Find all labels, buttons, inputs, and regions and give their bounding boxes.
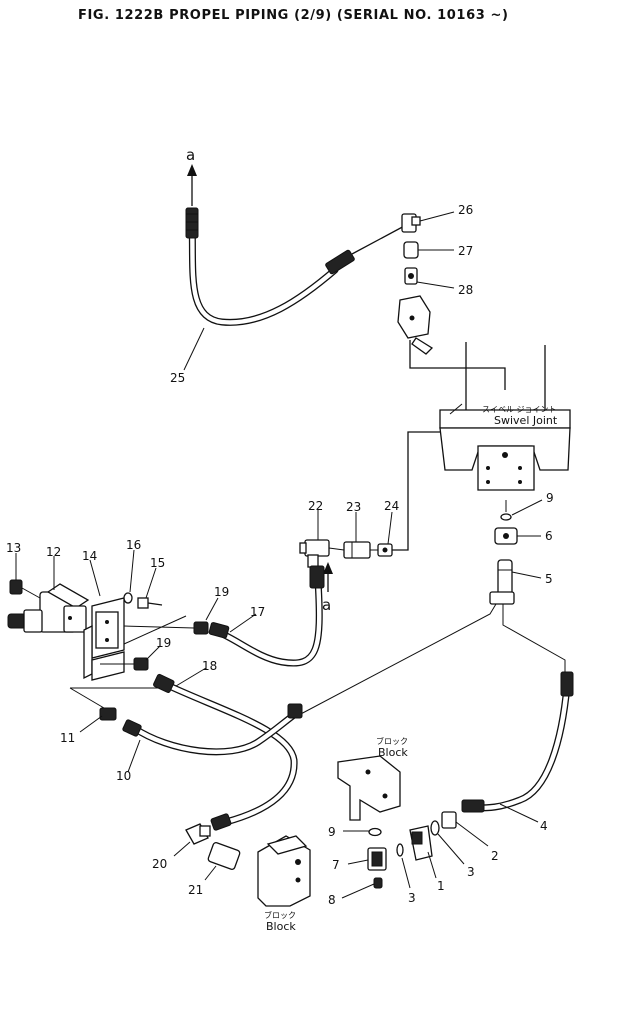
hose-18 bbox=[153, 673, 298, 831]
connector-2 bbox=[441, 811, 489, 847]
callout-10: 10 bbox=[116, 769, 131, 783]
fitting-11 bbox=[69, 687, 160, 721]
svg-text:Swivel Joint: Swivel Joint bbox=[494, 414, 558, 427]
elbow-20 bbox=[173, 823, 211, 857]
callout-2: 2 bbox=[491, 849, 499, 863]
o-ring-9-upper bbox=[500, 513, 512, 521]
svg-text:ブロック: ブロック bbox=[376, 736, 408, 746]
connector-28 bbox=[404, 267, 455, 289]
callout-4: 4 bbox=[540, 819, 548, 833]
callout-17: 17 bbox=[250, 605, 265, 619]
svg-text:スイベル ジョイント: スイベル ジョイント bbox=[482, 405, 557, 414]
elbow-1 bbox=[409, 825, 437, 879]
o-ring-3-left bbox=[396, 843, 411, 889]
callout-19-upper: 19 bbox=[214, 585, 229, 599]
callout-26: 26 bbox=[458, 203, 473, 217]
callout-11: 11 bbox=[60, 731, 75, 745]
callout-21: 21 bbox=[188, 883, 203, 897]
bolt-15 bbox=[137, 597, 163, 609]
callout-27: 27 bbox=[458, 244, 473, 258]
callout-22: 22 bbox=[308, 499, 323, 513]
callout-15: 15 bbox=[150, 556, 165, 570]
fitting-6 bbox=[494, 527, 518, 545]
callout-8: 8 bbox=[328, 893, 336, 907]
callout-23: 23 bbox=[346, 500, 361, 514]
arrow-a-bottom: a bbox=[322, 562, 333, 614]
plate-16 bbox=[123, 592, 133, 604]
callout-19-lower: 19 bbox=[156, 636, 171, 650]
elbow-24 bbox=[377, 543, 393, 557]
elbow-fitting-26 bbox=[401, 211, 455, 233]
tee-fitting-22 bbox=[299, 539, 330, 568]
svg-text:ブロック: ブロック bbox=[264, 910, 296, 920]
callout-7: 7 bbox=[332, 858, 340, 872]
callout-numbers: 1 2 3 3 4 5 6 7 8 9 9 10 11 12 13 14 15 … bbox=[6, 203, 554, 907]
svg-text:Block: Block bbox=[378, 746, 408, 759]
arrow-a-top: a bbox=[186, 146, 197, 206]
o-ring-3-right bbox=[430, 820, 465, 865]
callout-13: 13 bbox=[6, 541, 21, 555]
callout-6: 6 bbox=[545, 529, 553, 543]
connector-13 bbox=[9, 566, 41, 599]
sleeve-21 bbox=[204, 842, 241, 881]
bracket-14 bbox=[83, 597, 125, 681]
hose-4 bbox=[461, 604, 574, 813]
callout-25: 25 bbox=[170, 371, 185, 385]
callout-9-lower: 9 bbox=[328, 825, 336, 839]
leader-lines bbox=[15, 327, 543, 823]
callout-20: 20 bbox=[152, 857, 167, 871]
callout-24: 24 bbox=[384, 499, 399, 513]
o-ring-9-lower bbox=[343, 827, 382, 837]
callout-12: 12 bbox=[46, 545, 61, 559]
swivel-joint: スイベル ジョイント Swivel Joint bbox=[439, 342, 571, 491]
svg-text:a: a bbox=[186, 146, 195, 164]
fitting-19-upper bbox=[123, 621, 209, 635]
callout-3-right: 3 bbox=[467, 865, 475, 879]
figure-title: FIG. 1222B PROPEL PIPING (2/9) (SERIAL N… bbox=[78, 8, 509, 23]
sleeve-27 bbox=[403, 241, 454, 259]
tee-fitting-5 bbox=[489, 559, 515, 605]
svg-text:Block: Block bbox=[266, 920, 296, 933]
callout-28: 28 bbox=[458, 283, 473, 297]
port-block-upper bbox=[397, 295, 506, 390]
fitting-19-lower bbox=[100, 657, 149, 671]
hidden-line-bracket bbox=[123, 615, 187, 645]
hose-10 bbox=[122, 703, 303, 756]
callout-16: 16 bbox=[126, 538, 141, 552]
pipe-swivel-to-24 bbox=[392, 431, 440, 551]
hose-17 bbox=[208, 565, 325, 667]
connector-7 bbox=[347, 847, 387, 871]
svg-text:a: a bbox=[322, 596, 331, 614]
plug-8 bbox=[341, 877, 383, 899]
callout-9-upper: 9 bbox=[546, 491, 554, 505]
callout-1: 1 bbox=[437, 879, 445, 893]
valve-12 bbox=[7, 583, 90, 633]
sleeve-23 bbox=[343, 541, 371, 559]
callout-5: 5 bbox=[545, 572, 553, 586]
callout-3-left: 3 bbox=[408, 891, 416, 905]
hose-25 bbox=[185, 207, 409, 326]
block-upper-right: ブロック Block bbox=[337, 736, 408, 821]
block-lower: ブロック Block bbox=[257, 835, 311, 933]
callout-18: 18 bbox=[202, 659, 217, 673]
callout-14: 14 bbox=[82, 549, 97, 563]
pipe-long-diagonal bbox=[296, 603, 497, 717]
